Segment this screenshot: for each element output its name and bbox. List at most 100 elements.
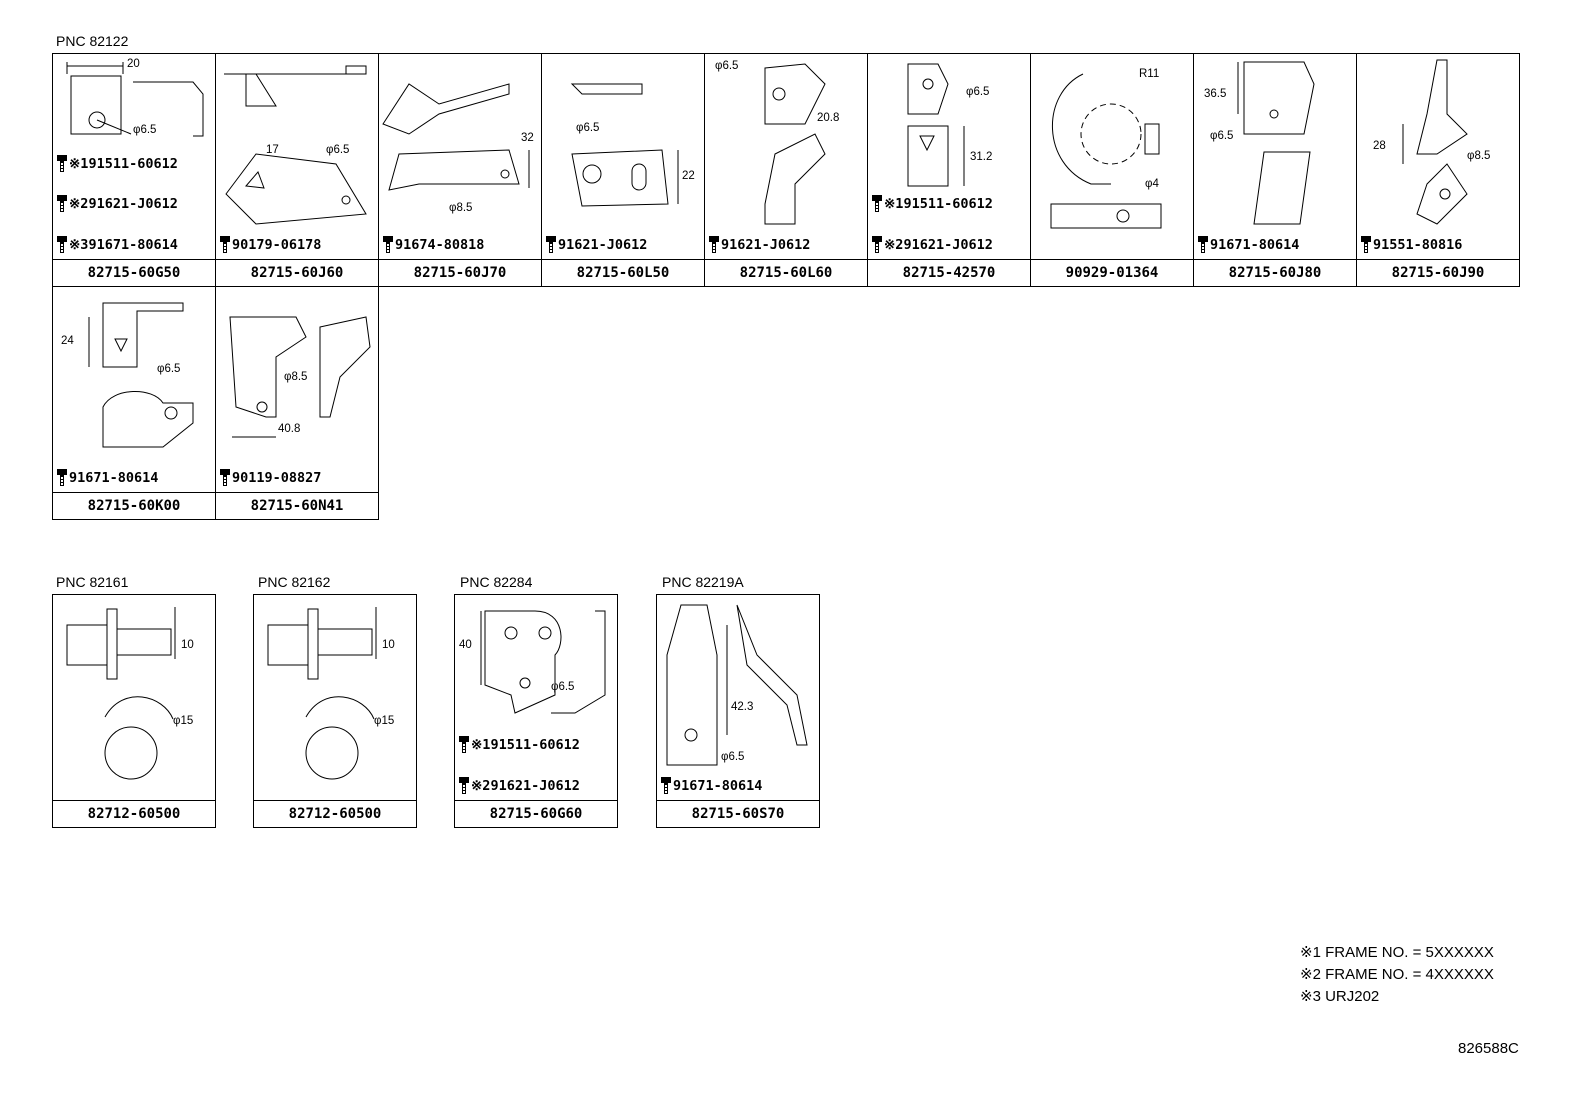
dimension-label: φ6.5 <box>133 124 157 136</box>
group-label-82122: PNC 82122 <box>56 33 129 49</box>
bracket-drawing <box>764 63 826 225</box>
bracket-drawing <box>666 604 808 766</box>
dimension-label: φ6.5 <box>326 144 350 156</box>
dimension-label: φ6.5 <box>721 751 745 763</box>
part-cell[interactable]: 32 φ8.5 91674-80818 82715-60J70 <box>378 53 542 287</box>
dimension-label: 22 <box>682 170 695 182</box>
group-label-82284: PNC 82284 <box>460 574 533 590</box>
bracket-drawing <box>1402 59 1468 225</box>
dimension-label: φ8.5 <box>284 371 308 383</box>
dimension-label: 17 <box>266 144 279 156</box>
part-number-label: 82712-60500 <box>254 800 416 827</box>
bolt-icon <box>459 736 469 753</box>
bolt-part-number: 91671-80614 <box>69 470 159 486</box>
note-line: ※1 FRAME NO. = 5XXXXXX <box>1300 944 1494 961</box>
bolt-callout: 91671-80614 <box>661 777 762 794</box>
bolt-callout: 91671-80614 <box>57 469 158 486</box>
part-cell[interactable]: φ6.5 22 91621-J0612 82715-60L50 <box>541 53 705 287</box>
bolt-callout: 91621-J0612 <box>546 236 647 253</box>
part-cell[interactable]: 40 φ6.5 ※191511-60612 ※291621-J0612 8271… <box>454 594 618 828</box>
note-line: ※3 URJ202 <box>1300 988 1380 1005</box>
bolt-icon <box>57 236 67 253</box>
part-number-label: 82715-60K00 <box>53 492 215 519</box>
bolt-callout: ※191511-60612 <box>872 195 993 212</box>
bracket-drawing <box>570 83 679 207</box>
dimension-label: 28 <box>1373 140 1386 152</box>
dimension-label: φ6.5 <box>551 681 575 693</box>
bolt-icon <box>57 195 67 212</box>
part-cell[interactable]: φ6.5 31.2 ※191511-60612 ※291621-J0612 82… <box>867 53 1031 287</box>
dimension-label: φ4 <box>1145 178 1159 190</box>
bolt-callout: 91551-80816 <box>1361 236 1462 253</box>
bolt-icon <box>57 469 67 486</box>
dimension-label: φ6.5 <box>1210 130 1234 142</box>
dimension-label: 42.3 <box>731 701 754 713</box>
bolt-part-number: ※291621-J0612 <box>69 196 178 212</box>
group-label-82162: PNC 82162 <box>258 574 331 590</box>
bolt-part-number: 91551-80816 <box>1373 237 1463 253</box>
bracket-drawing <box>88 302 194 448</box>
bolt-callout: ※191511-60612 <box>459 736 580 753</box>
bolt-part-number: 91621-J0612 <box>558 237 648 253</box>
bracket-drawing <box>480 610 606 714</box>
drawing-code: 826588C <box>1458 1040 1519 1057</box>
dimension-label: 10 <box>382 639 395 651</box>
bolt-part-number: 90179-06178 <box>232 237 322 253</box>
bolt-icon <box>220 236 230 253</box>
dimension-label: 32 <box>521 132 534 144</box>
part-number-label: 82715-60N41 <box>216 492 378 519</box>
bolt-part-number: 91671-80614 <box>673 778 763 794</box>
part-cell[interactable]: 42.3 φ6.5 91671-80614 82715-60S70 <box>656 594 820 828</box>
bolt-callout: 90119-08827 <box>220 469 321 486</box>
part-cell[interactable]: 28 φ8.5 91551-80816 82715-60J90 <box>1356 53 1520 287</box>
part-cell[interactable]: R11 φ4 90929-01364 <box>1030 53 1194 287</box>
dimension-label: φ8.5 <box>1467 150 1491 162</box>
bolt-icon <box>383 236 393 253</box>
dimension-label: 20.8 <box>817 112 840 124</box>
dimension-label: φ6.5 <box>157 363 181 375</box>
group-label-82161: PNC 82161 <box>56 574 129 590</box>
group-label-82219a: PNC 82219A <box>662 574 744 590</box>
part-cell[interactable]: 10 φ15 82712-60500 <box>52 594 216 828</box>
part-cell[interactable]: 24 φ6.5 91671-80614 82715-60K00 <box>52 286 216 520</box>
dimension-label: 20 <box>127 58 140 70</box>
dimension-label: φ6.5 <box>576 122 600 134</box>
bolt-callout: 90179-06178 <box>220 236 321 253</box>
bolt-icon <box>872 195 882 212</box>
bolt-callout: ※291621-J0612 <box>459 777 580 794</box>
part-number-label: 82715-60J90 <box>1357 259 1519 286</box>
bolt-icon <box>57 155 67 172</box>
bracket-drawing <box>382 83 530 191</box>
bolt-part-number: 91674-80818 <box>395 237 485 253</box>
clamp-drawing <box>1050 73 1162 229</box>
bolt-icon <box>546 236 556 253</box>
part-cell[interactable]: φ8.5 40.8 90119-08827 82715-60N41 <box>215 286 379 520</box>
part-cell[interactable]: φ6.5 20.8 91621-J0612 82715-60L60 <box>704 53 868 287</box>
dimension-label: 31.2 <box>970 151 993 163</box>
part-cell[interactable]: 36.5 φ6.5 91671-80614 82715-60J80 <box>1193 53 1357 287</box>
bolt-callout: 91674-80818 <box>383 236 484 253</box>
bolt-part-number: ※191511-60612 <box>69 156 178 172</box>
bolt-icon <box>459 777 469 794</box>
bolt-icon <box>1198 236 1208 253</box>
bolt-part-number: 91621-J0612 <box>721 237 811 253</box>
dimension-label: 10 <box>181 639 194 651</box>
dimension-label: φ15 <box>374 715 395 727</box>
part-number-label: 82712-60500 <box>53 800 215 827</box>
bolt-callout: ※391671-80614 <box>57 236 178 253</box>
bolt-callout: 91671-80614 <box>1198 236 1299 253</box>
bolt-callout: ※291621-J0612 <box>57 195 178 212</box>
bolt-callout: ※291621-J0612 <box>872 236 993 253</box>
bracket-drawing <box>907 63 965 187</box>
part-number-label: 82715-60L50 <box>542 259 704 286</box>
bolt-part-number: ※191511-60612 <box>471 737 580 753</box>
part-number-label: 82715-60G60 <box>455 800 617 827</box>
part-cell[interactable]: 20 φ6.5 ※191511-60612 ※291621-J0612 ※391… <box>52 53 216 287</box>
bolt-icon <box>709 236 719 253</box>
part-number-label: 82715-60J70 <box>379 259 541 286</box>
part-cell[interactable]: 17 φ6.5 90179-06178 82715-60J60 <box>215 53 379 287</box>
clamp-drawing <box>66 607 176 780</box>
part-cell[interactable]: 10 φ15 82712-60500 <box>253 594 417 828</box>
part-number-label: 90929-01364 <box>1031 259 1193 286</box>
dimension-label: R11 <box>1139 68 1160 80</box>
